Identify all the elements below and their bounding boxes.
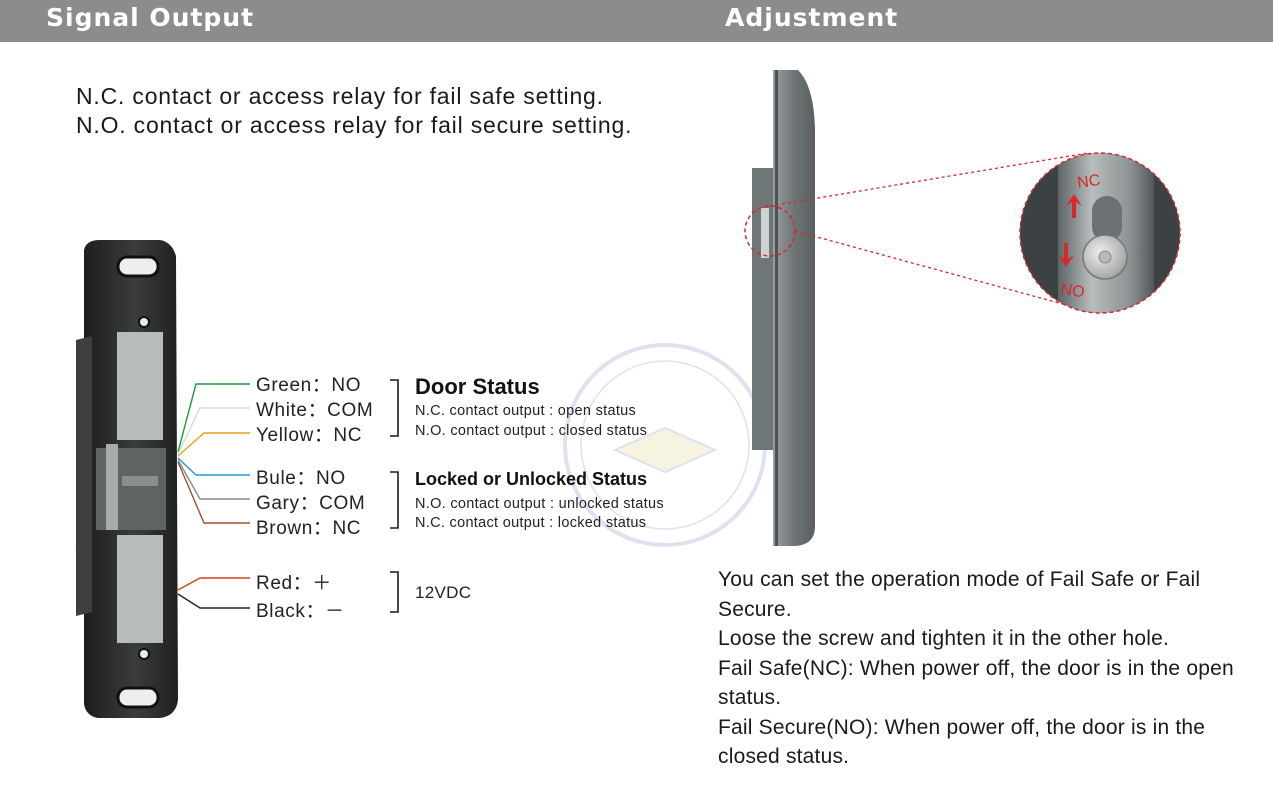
door-status-title: Door Status <box>415 374 540 399</box>
intro-line-fail-safe: N.C. contact or access relay for fail sa… <box>76 83 604 109</box>
adjustment-heading: Adjustment <box>725 3 899 32</box>
adjustment-paragraph-fail-secure: Fail Secure(NO): When power off, the doo… <box>718 715 1206 769</box>
zoom-label-nc: NC <box>1076 172 1101 192</box>
arrow-down-icon <box>1058 243 1074 267</box>
lock-status-title: Locked or Unlocked Status <box>415 469 648 489</box>
electric-strike-device <box>76 240 178 718</box>
wire-label-blue: Bule：NO <box>256 468 346 489</box>
wire-label-black: Black：－ <box>256 601 345 622</box>
door-status-line-no: N.O. contact output : closed status <box>415 423 648 439</box>
wire-label-gray: Gary：COM <box>256 493 366 514</box>
intro-line-fail-secure: N.O. contact or access relay for fail se… <box>76 112 633 138</box>
lock-status-line-nc: N.C. contact output : locked status <box>415 515 647 531</box>
wire-label-green: Green：NO <box>256 375 362 396</box>
header-bar <box>0 0 1273 42</box>
brackets <box>390 379 399 613</box>
intro-text: N.C. contact or access relay for fail sa… <box>76 82 636 140</box>
wire-label-yellow: Yellow：NC <box>256 425 363 446</box>
lock-status-line-no: N.O. contact output : unlocked status <box>415 496 664 512</box>
wire-label-white: White：COM <box>256 400 374 421</box>
wires <box>177 383 250 609</box>
adjustment-paragraph-screw: Loose the screw and tighten it in the ot… <box>718 627 1170 650</box>
wire-label-red: Red：＋ <box>256 573 332 594</box>
zoom-callout <box>744 152 1089 307</box>
door-profile <box>752 70 815 546</box>
wire-label-brown: Brown：NC <box>256 518 362 539</box>
signal-output-heading: Signal Output <box>46 3 255 32</box>
adjustment-paragraph-mode: You can set the operation mode of Fail S… <box>718 568 1201 621</box>
door-status-line-nc: N.C. contact output : open status <box>415 403 637 419</box>
arrow-up-icon <box>1066 194 1082 218</box>
adjustment-paragraph-fail-safe: Fail Safe(NC): When power off, the door … <box>718 656 1234 710</box>
zoom-label-no: NO <box>1059 281 1085 301</box>
power-voltage-label: 12VDC <box>415 583 472 602</box>
zoom-view <box>1019 152 1181 314</box>
adjustment-text: You can set the operation mode of Fail S… <box>718 565 1258 772</box>
